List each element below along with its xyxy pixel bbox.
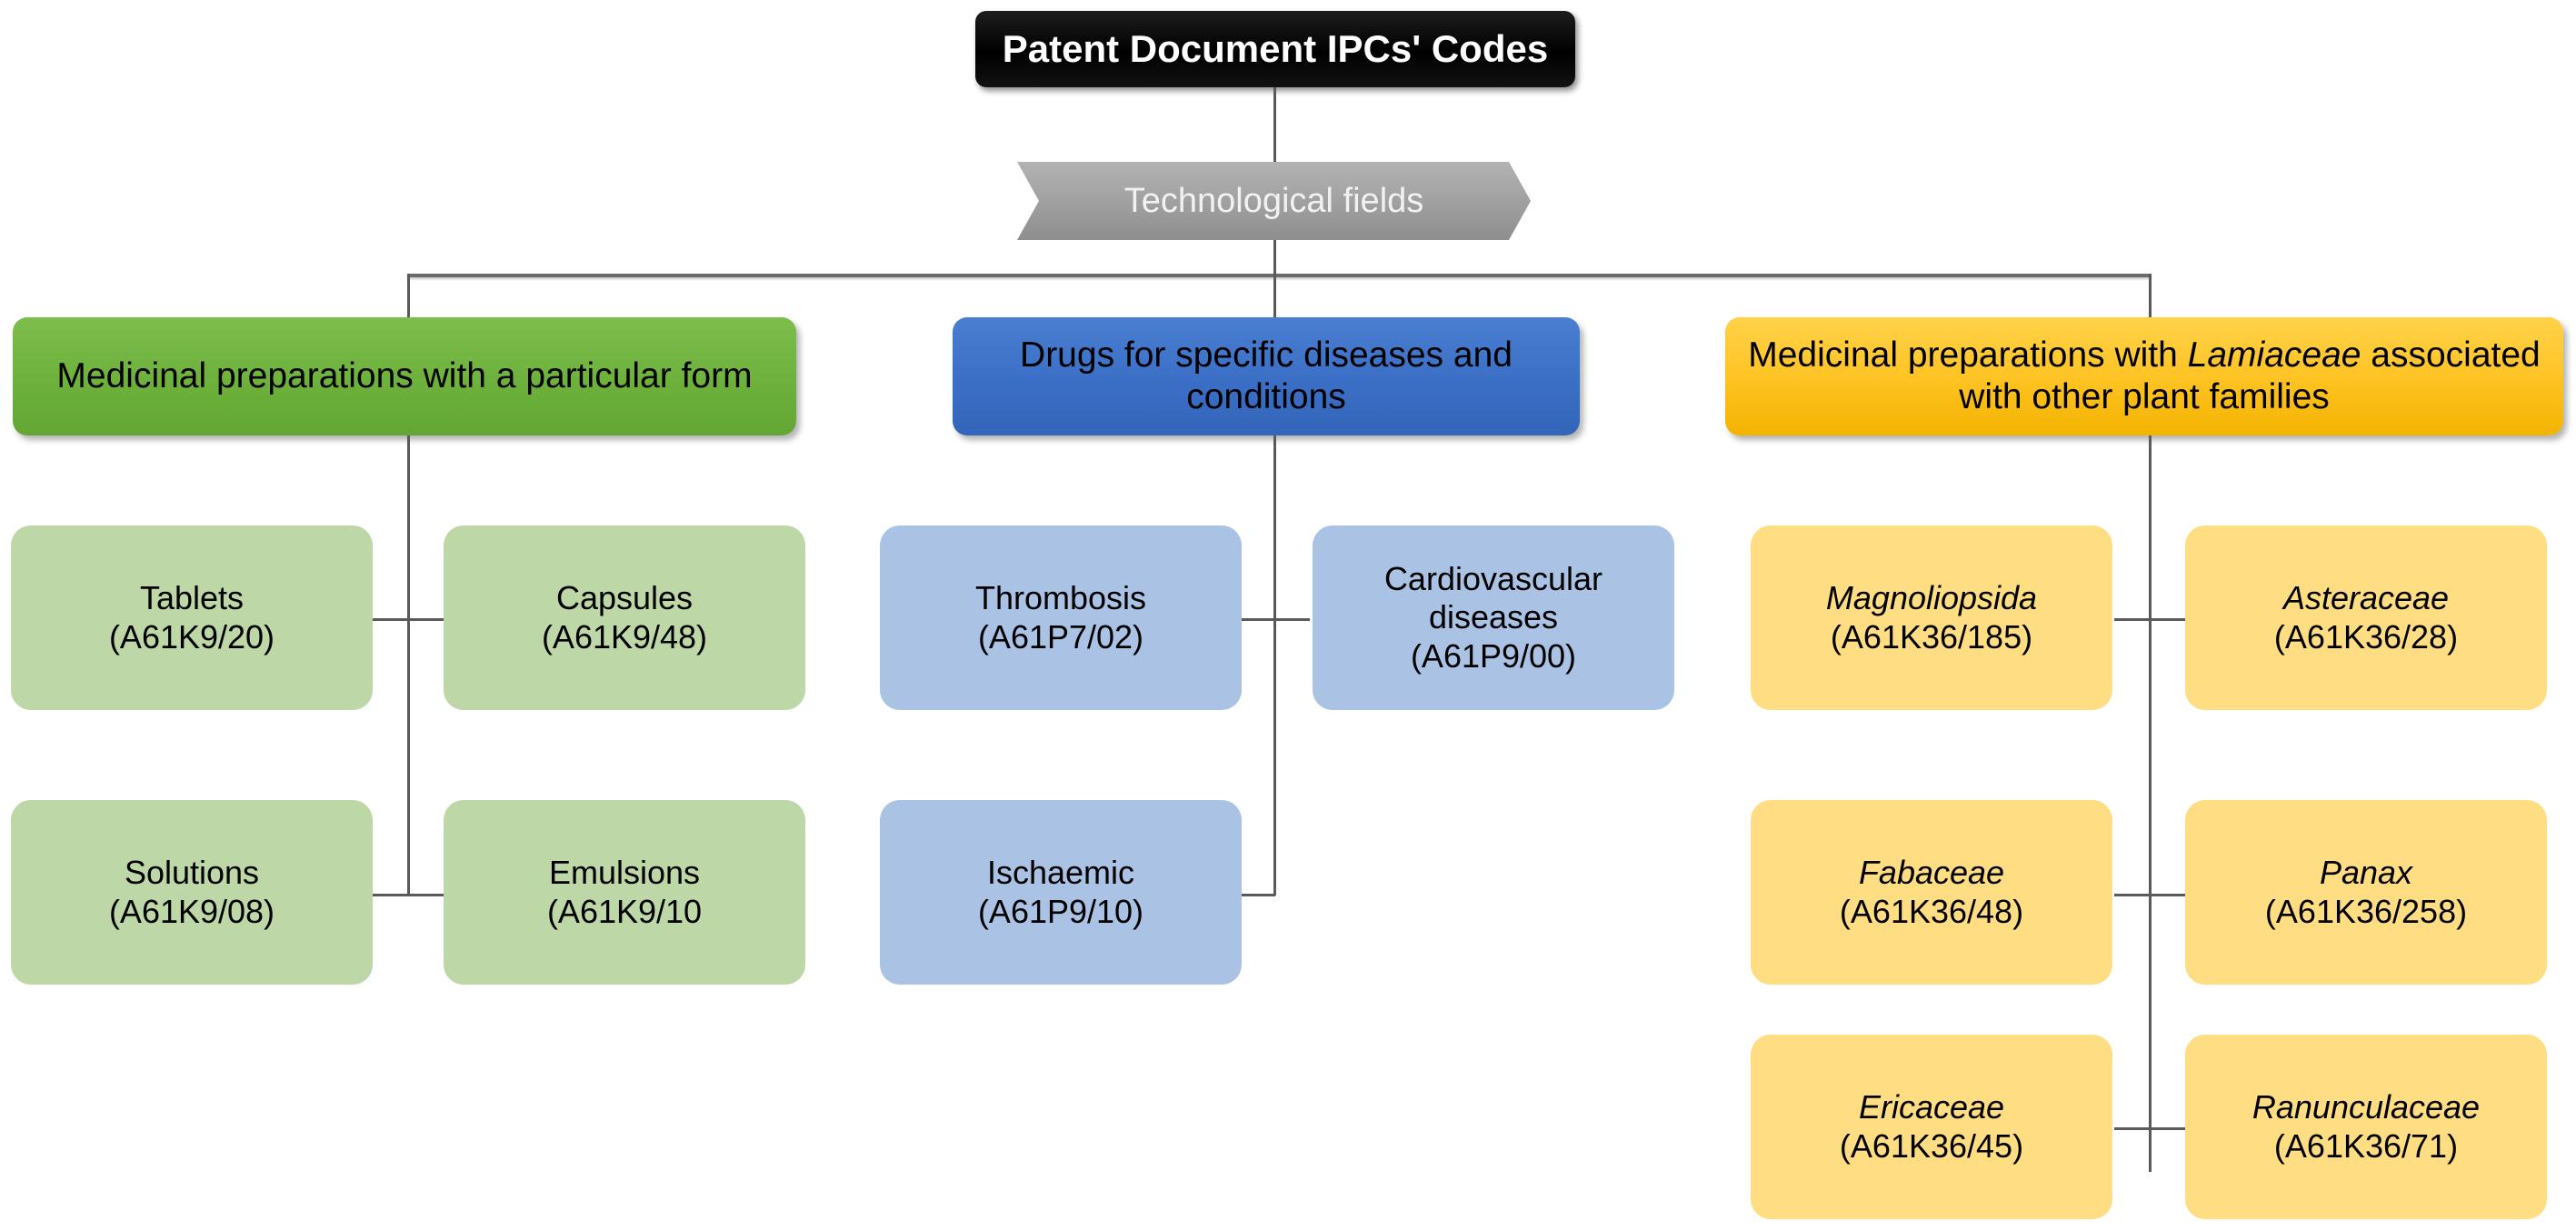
- leaf-node-ranunculaceae[interactable]: Ranunculaceae(A61K36/71): [2185, 1035, 2547, 1219]
- leaf-panax-label: Panax(A61K36/258): [2185, 854, 2547, 931]
- leaf-node-asteraceae[interactable]: Asteraceae(A61K36/28): [2185, 525, 2547, 710]
- connector-green-row1-left: [373, 618, 409, 621]
- category-blue-label: Drugs for specific diseases and conditio…: [1020, 335, 1513, 416]
- root-node-label: Patent Document IPCs' Codes: [1002, 27, 1549, 71]
- connector-bus-to-blue-category: [1273, 274, 1276, 319]
- category-yellow-label-pre: Medicinal preparations with: [1748, 335, 2188, 375]
- connector-root-to-technological-fields: [1273, 87, 1276, 164]
- leaf-magnoliopsida-code: (A61K36/185): [1830, 617, 2033, 656]
- leaf-fabaceae-code: (A61K36/48): [1839, 892, 2024, 930]
- connector-yellow-row1-right: [2149, 618, 2185, 621]
- leaf-node-fabaceae[interactable]: Fabaceae(A61K36/48): [1751, 800, 2112, 985]
- leaf-panax-name: Panax: [2319, 854, 2413, 892]
- leaf-ranunculaceae-label: Ranunculaceae(A61K36/71): [2185, 1088, 2547, 1166]
- leaf-cardiovascular-name: Cardiovascular diseases: [1383, 559, 1603, 636]
- level2-node-technological-fields[interactable]: Technological fields: [1017, 162, 1531, 240]
- connector-green-row1-right: [407, 618, 444, 621]
- leaf-ischaemic-label: Ischaemic(A61P9/10): [880, 854, 1242, 931]
- leaf-thrombosis-name: Thrombosis: [974, 579, 1147, 617]
- leaf-magnoliopsida-name: Magnoliopsida: [1825, 579, 2038, 617]
- leaf-emulsions-label: Emulsions(A61K9/10: [444, 854, 805, 931]
- connector-blue-row1-right: [1273, 618, 1310, 621]
- category-green-label: Medicinal preparations with a particular…: [56, 355, 753, 395]
- connector-yellow-row1-left: [2114, 618, 2151, 621]
- connector-bus-to-green-category: [407, 274, 410, 319]
- leaf-thrombosis-label: Thrombosis(A61P7/02): [880, 579, 1242, 656]
- leaf-thrombosis-code: (A61P7/02): [977, 617, 1144, 656]
- connector-green-row2-right: [407, 894, 444, 896]
- leaf-tablets-label: Tablets(A61K9/20): [11, 579, 373, 656]
- leaf-node-panax[interactable]: Panax(A61K36/258): [2185, 800, 2547, 985]
- leaf-asteraceae-name: Asteraceae: [2282, 579, 2450, 617]
- leaf-ranunculaceae-name: Ranunculaceae: [2252, 1088, 2481, 1126]
- connector-blue-row2-left: [1239, 894, 1275, 896]
- leaf-ericaceae-name: Ericaceae: [1858, 1088, 2005, 1126]
- connector-blue-spine: [1273, 435, 1276, 896]
- leaf-capsules-code: (A61K9/48): [541, 617, 708, 656]
- connector-yellow-row3-left: [2114, 1127, 2151, 1130]
- leaf-emulsions-name: Emulsions: [548, 854, 701, 892]
- connector-green-spine: [407, 435, 410, 896]
- leaf-capsules-label: Capsules(A61K9/48): [444, 579, 805, 656]
- leaf-magnoliopsida-label: Magnoliopsida(A61K36/185): [1751, 579, 2112, 656]
- category-yellow-label: Medicinal preparations with Lamiaceae as…: [1725, 335, 2563, 418]
- leaf-node-magnoliopsida[interactable]: Magnoliopsida(A61K36/185): [1751, 525, 2112, 710]
- leaf-solutions-name: Solutions: [124, 854, 260, 892]
- leaf-solutions-code: (A61K9/08): [108, 892, 275, 930]
- leaf-ranunculaceae-code: (A61K36/71): [2273, 1126, 2459, 1165]
- category-node-blue-drugs-diseases[interactable]: Drugs for specific diseases and conditio…: [953, 317, 1580, 435]
- connector-green-row2-left: [373, 894, 409, 896]
- leaf-fabaceae-label: Fabaceae(A61K36/48): [1751, 854, 2112, 931]
- leaf-node-capsules[interactable]: Capsules(A61K9/48): [444, 525, 805, 710]
- connector-bus-to-yellow-category: [2149, 274, 2152, 319]
- leaf-ericaceae-label: Ericaceae(A61K36/45): [1751, 1088, 2112, 1166]
- connector-technological-fields-stem: [1273, 240, 1276, 276]
- leaf-capsules-name: Capsules: [555, 579, 694, 617]
- level2-node-label: Technological fields: [1123, 181, 1424, 220]
- category-yellow-label-species: Lamiaceae: [2187, 335, 2361, 375]
- leaf-ischaemic-name: Ischaemic: [986, 854, 1135, 892]
- connector-blue-row1-left: [1239, 618, 1275, 621]
- leaf-node-ischaemic[interactable]: Ischaemic(A61P9/10): [880, 800, 1242, 985]
- connector-yellow-row2-left: [2114, 894, 2151, 896]
- leaf-emulsions-code: (A61K9/10: [546, 892, 703, 930]
- leaf-node-tablets[interactable]: Tablets(A61K9/20): [11, 525, 373, 710]
- leaf-asteraceae-code: (A61K36/28): [2273, 617, 2459, 656]
- leaf-tablets-name: Tablets: [139, 579, 245, 617]
- leaf-node-emulsions[interactable]: Emulsions(A61K9/10: [444, 800, 805, 985]
- leaf-solutions-label: Solutions(A61K9/08): [11, 854, 373, 931]
- connector-yellow-row3-right: [2149, 1127, 2185, 1130]
- category-node-green-medicinal-forms[interactable]: Medicinal preparations with a particular…: [13, 317, 796, 435]
- category-yellow-label-post: associated with other plant families: [1959, 335, 2541, 416]
- connector-yellow-row2-right: [2149, 894, 2185, 896]
- leaf-cardiovascular-code: (A61P9/00): [1410, 636, 1577, 675]
- leaf-cardiovascular-label: Cardiovascular diseases(A61P9/00): [1313, 560, 1674, 676]
- leaf-ericaceae-code: (A61K36/45): [1839, 1126, 2024, 1165]
- leaf-ischaemic-code: (A61P9/10): [977, 892, 1144, 930]
- category-node-yellow-lamiaceae[interactable]: Medicinal preparations with Lamiaceae as…: [1725, 317, 2563, 435]
- leaf-panax-code: (A61K36/258): [2264, 892, 2468, 930]
- root-node-patent-ipc-codes[interactable]: Patent Document IPCs' Codes: [975, 11, 1575, 87]
- leaf-node-cardiovascular-diseases[interactable]: Cardiovascular diseases(A61P9/00): [1313, 525, 1674, 710]
- leaf-tablets-code: (A61K9/20): [108, 617, 275, 656]
- leaf-asteraceae-label: Asteraceae(A61K36/28): [2185, 579, 2547, 656]
- leaf-fabaceae-name: Fabaceae: [1858, 854, 2005, 892]
- connector-category-bus: [407, 274, 2152, 277]
- leaf-node-thrombosis[interactable]: Thrombosis(A61P7/02): [880, 525, 1242, 710]
- connector-yellow-spine: [2149, 435, 2152, 1172]
- leaf-node-solutions[interactable]: Solutions(A61K9/08): [11, 800, 373, 985]
- leaf-node-ericaceae[interactable]: Ericaceae(A61K36/45): [1751, 1035, 2112, 1219]
